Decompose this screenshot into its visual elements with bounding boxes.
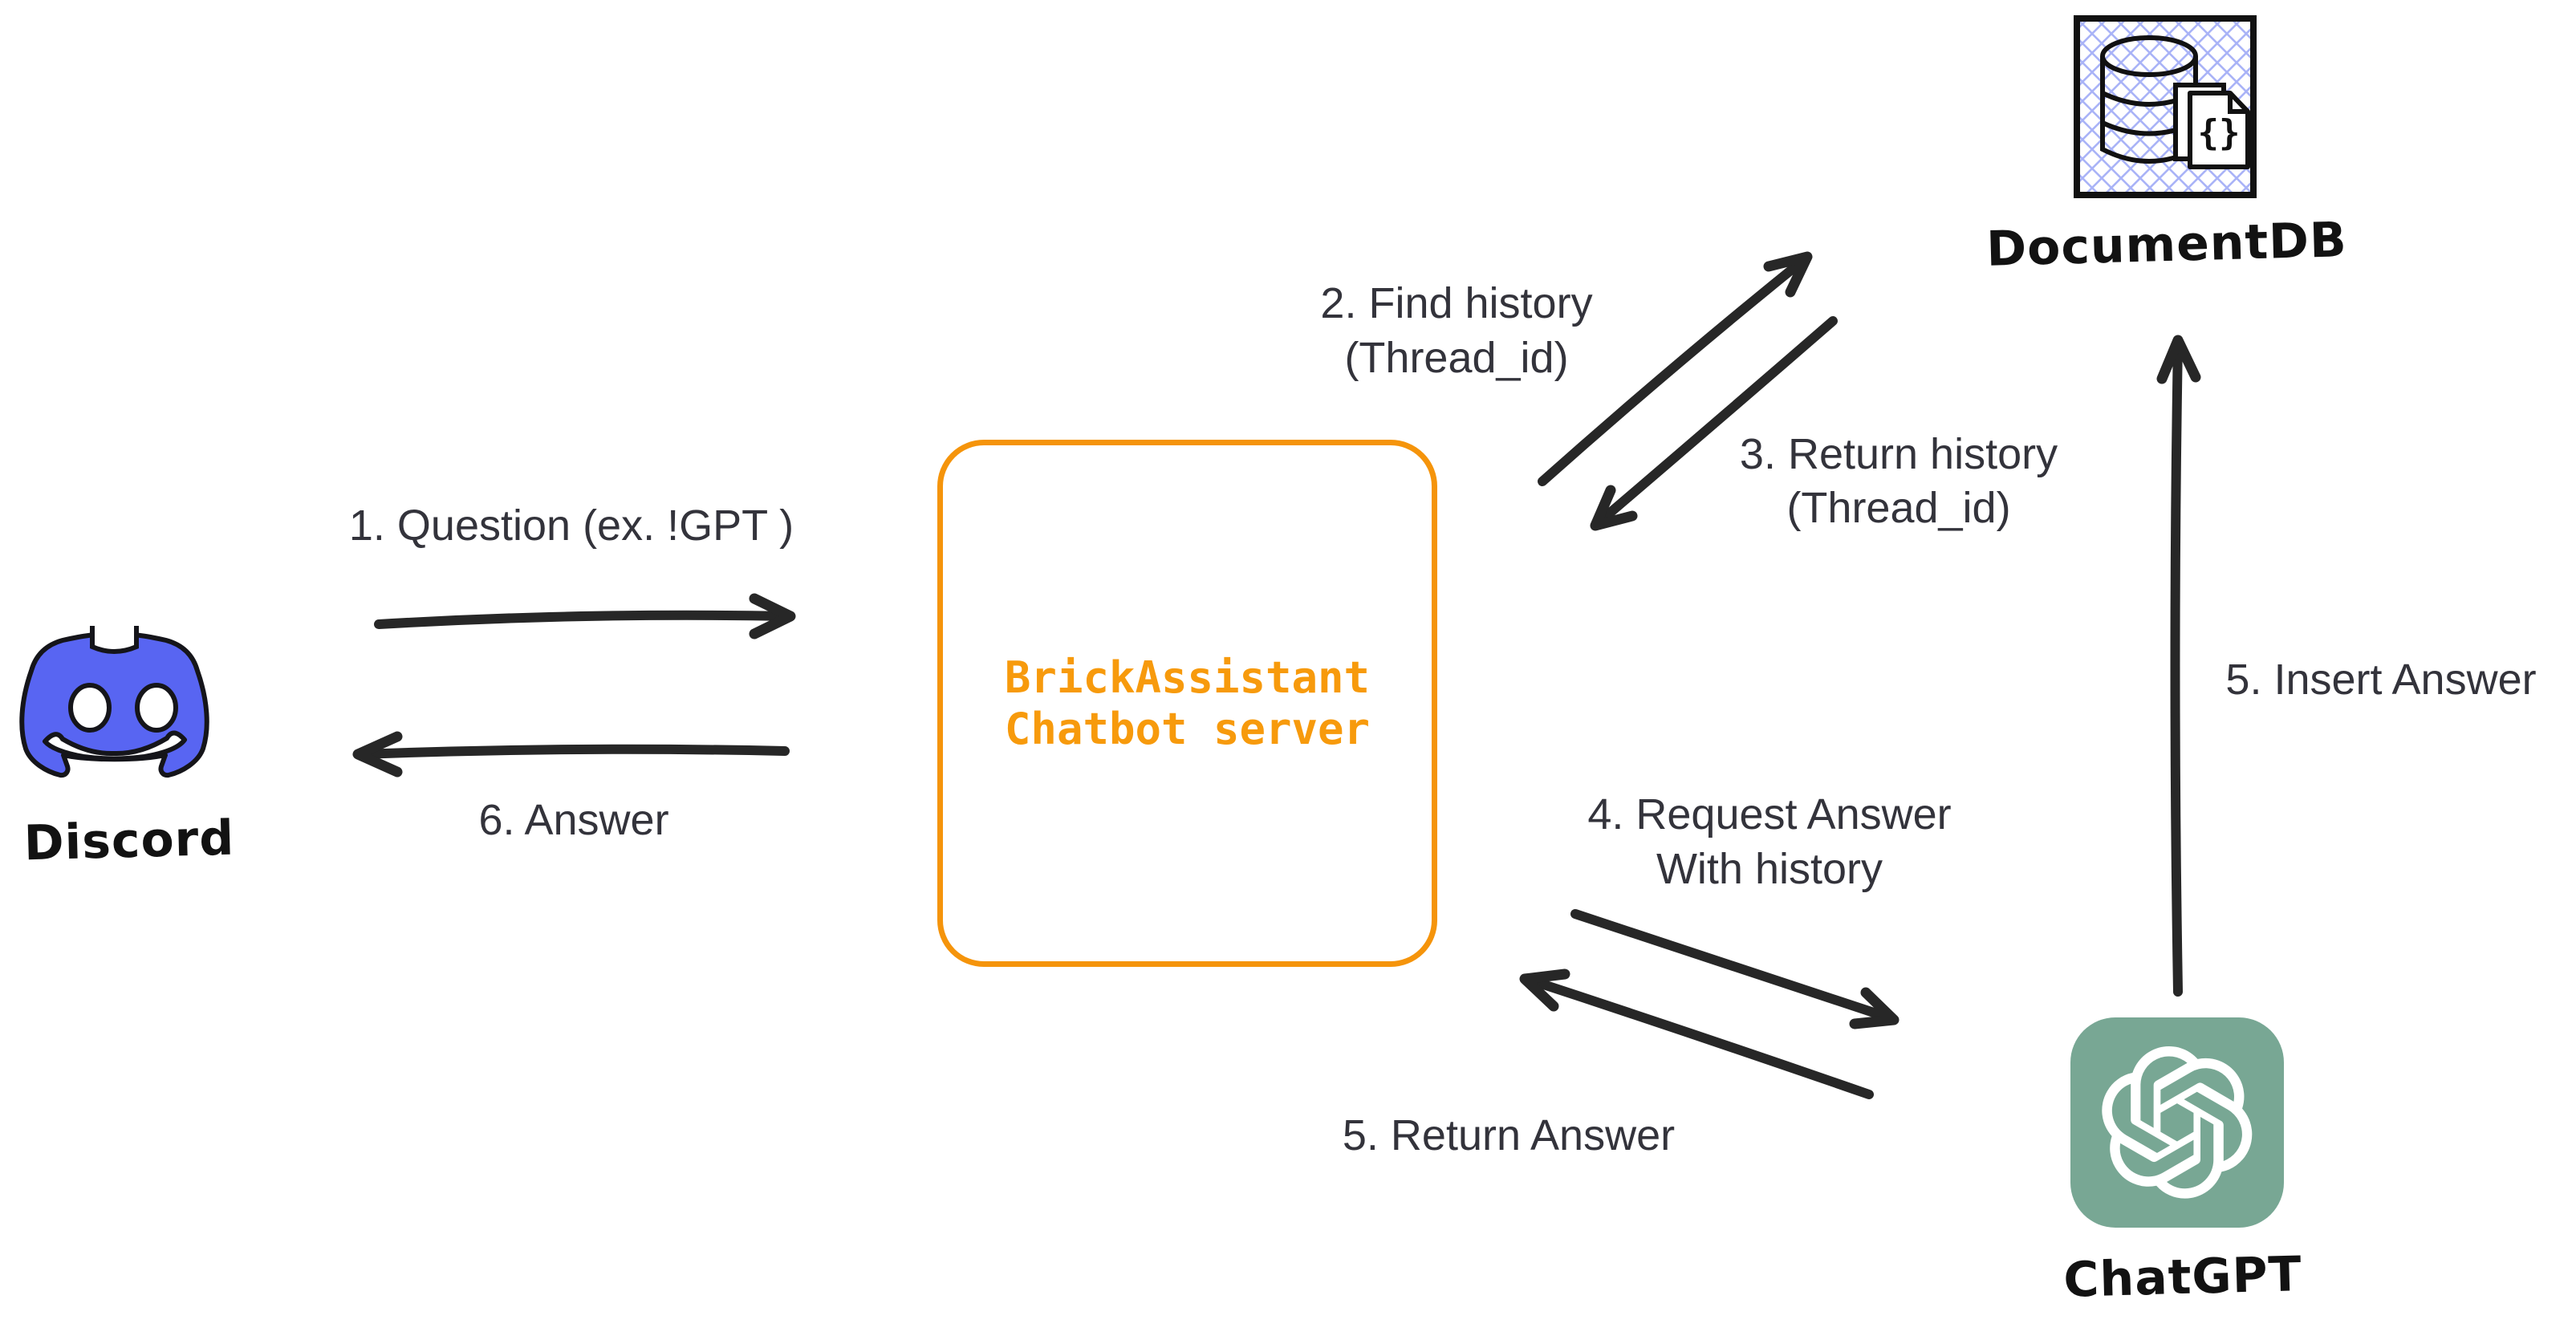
arrow-question bbox=[374, 593, 796, 640]
edge-label-request-answer-line2: With history bbox=[1656, 845, 1883, 893]
server-label-line2: Chatbot server bbox=[1004, 703, 1371, 754]
edge-label-request-answer-line1: 4. Request Answer bbox=[1587, 790, 1952, 838]
edge-label-find-history-line2: (Thread_id) bbox=[1344, 334, 1569, 382]
arrow-insert-answer bbox=[2156, 335, 2201, 997]
edge-label-return-history-line1: 3. Return history bbox=[1739, 430, 2058, 478]
discord-label: Discord bbox=[22, 810, 236, 872]
arrow-find-history bbox=[1538, 251, 1813, 486]
discord-icon bbox=[19, 624, 209, 778]
arrow-return-answer bbox=[1519, 968, 1874, 1099]
server-box: BrickAssistant Chatbot server bbox=[937, 440, 1437, 967]
edge-label-insert-answer: 5. Insert Answer bbox=[2225, 656, 2537, 704]
arrow-request-answer bbox=[1570, 909, 1899, 1029]
arrow-answer bbox=[352, 731, 790, 778]
chatgpt-label: ChatGPT bbox=[2062, 1246, 2303, 1309]
braces-glyph: {} bbox=[2198, 112, 2241, 153]
openai-knot bbox=[2102, 1046, 2253, 1199]
server-label-line1: BrickAssistant bbox=[1004, 652, 1371, 703]
edge-label-find-history-line1: 2. Find history bbox=[1320, 279, 1593, 327]
discord-eye-left bbox=[68, 683, 112, 733]
discord-eye-right bbox=[135, 683, 178, 733]
edge-label-return-answer: 5. Return Answer bbox=[1342, 1111, 1676, 1159]
edge-label-return-history-line2: (Thread_id) bbox=[1786, 484, 2011, 532]
documentdb-label: DocumentDB bbox=[1985, 212, 2348, 278]
arrow-return-history bbox=[1590, 316, 1838, 531]
discord-smile bbox=[43, 730, 187, 761]
edge-label-question: 1. Question (ex. !GPT ) bbox=[348, 501, 794, 550]
json-document: {} bbox=[2173, 83, 2250, 169]
edge-label-answer: 6. Answer bbox=[478, 796, 669, 844]
documentdb-icon: {} bbox=[2074, 15, 2257, 198]
chatgpt-icon bbox=[2070, 1017, 2284, 1228]
